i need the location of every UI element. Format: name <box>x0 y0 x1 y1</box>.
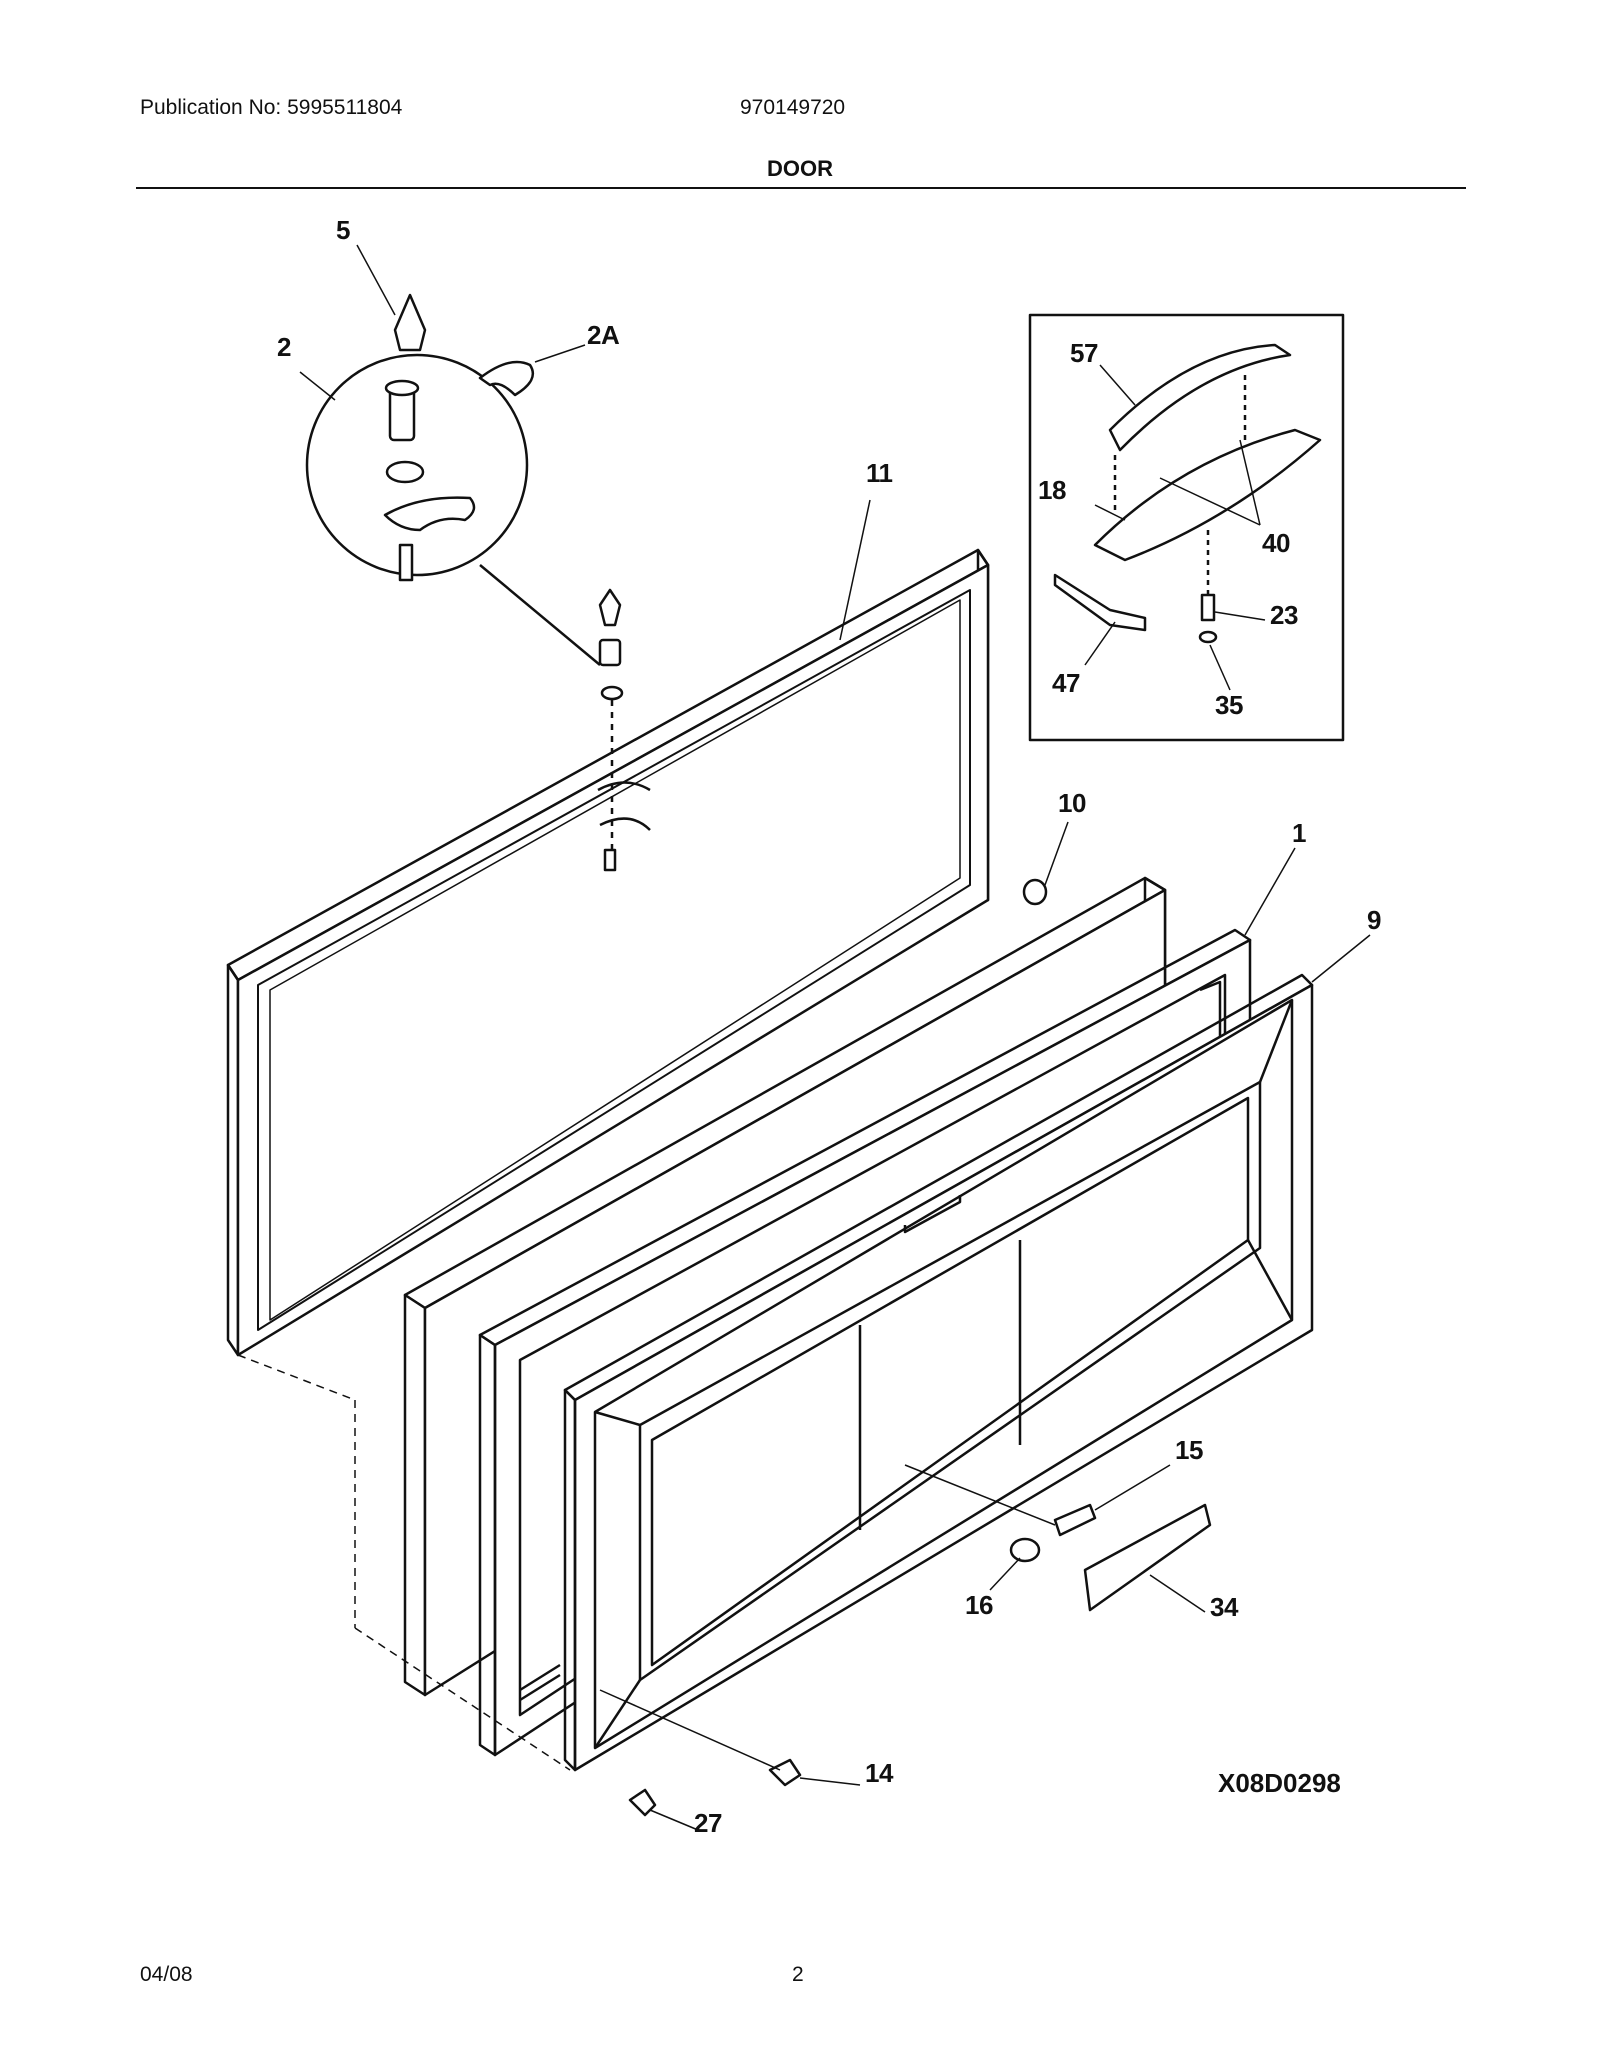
callout-1: 1 <box>1292 818 1306 848</box>
key-part <box>393 293 427 352</box>
callout-14: 14 <box>865 1758 893 1788</box>
page-number: 2 <box>792 1963 804 1986</box>
callout-5: 5 <box>336 215 350 245</box>
inner-liner-panel <box>563 973 1314 1772</box>
section-title: DOOR <box>767 156 833 181</box>
callout-15: 15 <box>1175 1435 1203 1465</box>
lock-installed-parts <box>597 588 651 872</box>
header-rule <box>136 187 1466 189</box>
leader-lines <box>237 244 1371 1831</box>
callout-2: 2 <box>277 332 291 362</box>
callout-18: 18 <box>1038 475 1066 505</box>
callout-10: 10 <box>1058 788 1086 818</box>
footer-date: 04/08 <box>140 1963 193 1986</box>
clip-part <box>768 1758 802 1787</box>
callout-57: 57 <box>1070 338 1098 368</box>
door-outer-panel <box>226 548 990 1357</box>
callout-11: 11 <box>866 458 893 488</box>
light-switch <box>1009 1537 1041 1563</box>
handle-assembly <box>1053 343 1322 644</box>
callout-2a: 2A <box>587 320 620 350</box>
bumper-part <box>1022 878 1048 906</box>
callout-9: 9 <box>1367 905 1381 935</box>
callout-34: 34 <box>1210 1592 1238 1622</box>
callout-40: 40 <box>1262 528 1290 558</box>
callout-27: 27 <box>694 1808 722 1838</box>
model-number: 970149720 <box>740 96 846 119</box>
publication-number: Publication No: 5995511804 <box>140 96 403 119</box>
light-socket <box>1053 1503 1097 1537</box>
handle-inset-box <box>1028 313 1345 742</box>
lock-detail-circle <box>305 353 601 666</box>
callout-16: 16 <box>965 1590 993 1620</box>
light-cover <box>1083 1503 1212 1612</box>
retaining-clip <box>478 360 535 397</box>
callout-47: 47 <box>1052 668 1080 698</box>
push-pin <box>628 1788 657 1817</box>
drawing-id: X08D0298 <box>1218 1768 1341 1798</box>
callout-35: 35 <box>1215 690 1243 720</box>
callout-23: 23 <box>1270 600 1298 630</box>
